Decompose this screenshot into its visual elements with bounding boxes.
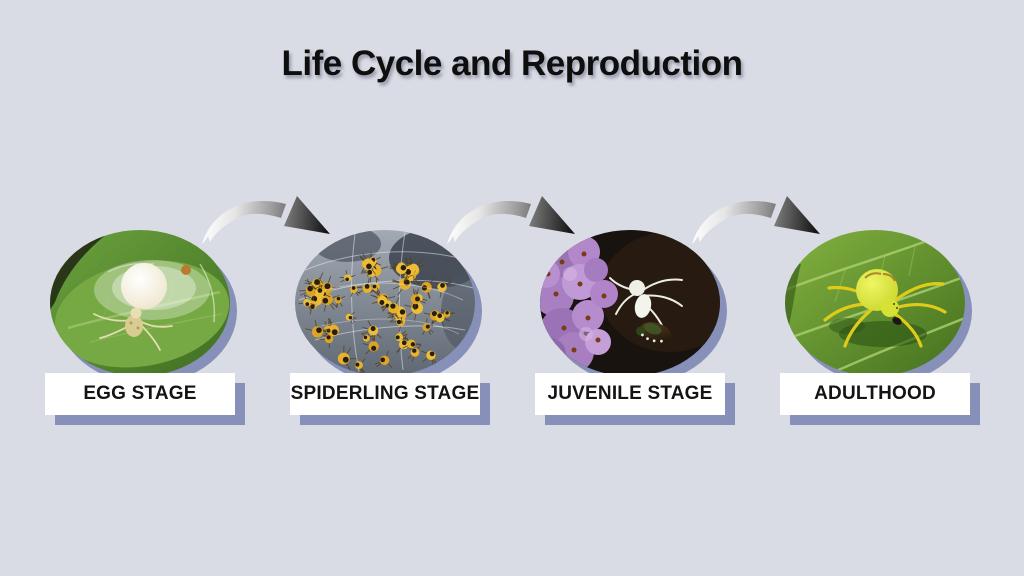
spiderling-cluster xyxy=(298,252,455,374)
stage-spiderling: SPIDERLING STAGE xyxy=(290,230,482,430)
adulthood-illustration xyxy=(785,230,965,376)
stage-label-box: SPIDERLING STAGE xyxy=(290,373,480,415)
stage-label-box: JUVENILE STAGE xyxy=(535,373,725,415)
flow-arrow-icon xyxy=(692,196,820,244)
stage-label: ADULTHOOD xyxy=(814,383,936,404)
stage-label: SPIDERLING STAGE xyxy=(290,383,480,404)
flow-arrow-icon xyxy=(447,196,575,244)
egg-stage-illustration xyxy=(50,230,230,376)
stage-label-box: ADULTHOOD xyxy=(780,373,970,415)
juvenile-stage-illustration xyxy=(540,230,720,376)
stage-label: EGG STAGE xyxy=(83,383,197,404)
stage-label: JUVENILE STAGE xyxy=(547,383,713,404)
spiderling-stage-illustration xyxy=(295,230,475,376)
stage-egg: EGG STAGE xyxy=(45,230,237,430)
stage-juvenile: JUVENILE STAGE xyxy=(535,230,727,430)
stage-adulthood: ADULTHOOD xyxy=(780,230,972,430)
stage-label-box: EGG STAGE xyxy=(45,373,235,415)
page-title: Life Cycle and Reproduction xyxy=(281,44,744,83)
spiderling-stage-photo xyxy=(295,230,475,376)
adulthood-photo xyxy=(785,230,965,376)
juvenile-stage-photo xyxy=(540,230,720,376)
egg-stage-photo xyxy=(50,230,230,376)
flow-arrow-icon xyxy=(202,196,330,244)
